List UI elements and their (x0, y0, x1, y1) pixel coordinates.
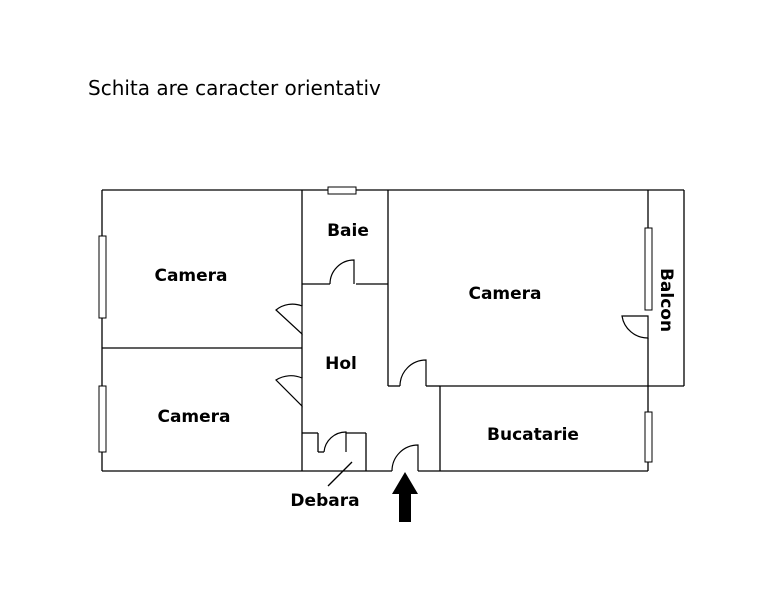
exterior-walls (101, 189, 685, 472)
room-label-camera-right: Camera (468, 284, 541, 304)
door-entrance (391, 444, 419, 472)
door-debara (323, 431, 347, 453)
debara-pointer-line (327, 461, 353, 487)
room-label-hol: Hol (325, 354, 357, 374)
window-camera-right (644, 227, 653, 311)
entrance-arrow-icon (392, 472, 418, 522)
door-camera-right (399, 359, 427, 387)
door-baie (329, 259, 355, 285)
room-label-debara: Debara (290, 491, 359, 511)
window-bucatarie (644, 411, 653, 463)
door-camera-bottom-left (275, 375, 303, 408)
doors (275, 259, 649, 472)
window-camera-top-left (98, 235, 107, 319)
window-camera-bottom-left (98, 385, 107, 453)
room-label-bucatarie: Bucatarie (487, 425, 579, 445)
door-camera-top-left (275, 303, 303, 336)
page-title: Schita are caracter orientativ (88, 76, 381, 100)
room-label-baie: Baie (327, 221, 369, 241)
door-balcon (621, 315, 649, 339)
room-label-camera-bottom-left: Camera (157, 407, 230, 427)
room-label-camera-top-left: Camera (154, 266, 227, 286)
room-label-balcon: Balcon (656, 268, 676, 332)
window-baie (327, 186, 357, 195)
windows (98, 186, 653, 463)
interior-walls (102, 190, 649, 471)
